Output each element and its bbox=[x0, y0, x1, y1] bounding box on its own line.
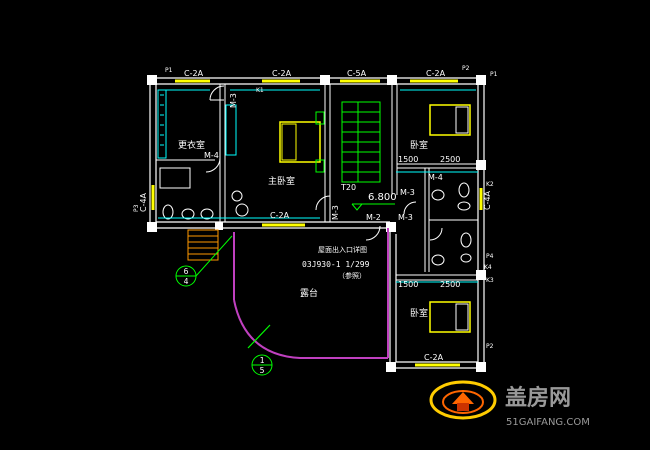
detail-callout-2: 1 5 bbox=[247, 324, 273, 376]
watermark-url: 51GAIFANG.COM bbox=[506, 417, 590, 428]
window-top-left: C-2A bbox=[184, 69, 204, 78]
note-line-1: 屋面出入口详图 bbox=[318, 245, 367, 254]
columns bbox=[147, 75, 486, 372]
door-m4-right: M-4 bbox=[428, 173, 443, 182]
window-labels: C-2A C-2A C-5A C-2A C-2A C-2A C-4A C-4A bbox=[139, 69, 492, 362]
bathroom-fixtures bbox=[159, 167, 472, 266]
door-m2: M-2 bbox=[366, 213, 381, 222]
interior-walls bbox=[156, 84, 478, 281]
door-m3-top: M-3 bbox=[229, 93, 238, 108]
window-bottom-right: C-2A bbox=[424, 353, 444, 362]
staircase bbox=[341, 101, 381, 183]
room-terrace: 露台 bbox=[300, 287, 318, 299]
dim-lower-a: 1500 bbox=[398, 280, 418, 289]
elevation-value: 6.800 bbox=[368, 192, 397, 203]
window-left-side: C-4A bbox=[139, 192, 148, 212]
entry-steps bbox=[187, 229, 219, 261]
note-line-3: （参照） bbox=[338, 271, 366, 280]
roof-access-note: 屋面出入口详图 03J930-1 1/299 （参照） bbox=[302, 245, 370, 280]
dim-upper-b: 2500 bbox=[440, 155, 460, 164]
dim-lower-b: 2500 bbox=[440, 280, 460, 289]
windows bbox=[151, 79, 483, 367]
axis-p4: P4 bbox=[486, 253, 494, 260]
door-m3-right: M-3 bbox=[398, 213, 413, 222]
stair-mark: T20 bbox=[340, 183, 356, 192]
callout-1-bottom: 4 bbox=[184, 277, 189, 286]
door-swings bbox=[205, 85, 443, 241]
terrace-railing bbox=[233, 228, 389, 359]
callout-1-top: 6 bbox=[184, 267, 189, 276]
axis-p2-top: P2 bbox=[462, 65, 470, 72]
door-labels: M-3 M-4 M-3 M-2 M-3 M-3 M-4 bbox=[204, 93, 443, 222]
room-bedroom-lower: 卧室 bbox=[410, 307, 428, 319]
callout-2-top: 1 bbox=[260, 356, 265, 365]
axis-k4: K4 bbox=[484, 264, 492, 271]
dimension-labels: 1500 2500 1500 2500 bbox=[398, 155, 460, 289]
detail-callout-1: 6 4 bbox=[175, 235, 233, 287]
master-bed bbox=[279, 111, 325, 173]
cyan-dimension-ticks bbox=[158, 89, 478, 283]
room-master: 主卧室 bbox=[268, 175, 295, 187]
door-m3-center: M-3 bbox=[331, 205, 340, 220]
axis-k3: K3 bbox=[486, 277, 494, 284]
room-labels: 更衣室 主卧室 卧室 卧室 露台 bbox=[178, 139, 428, 319]
axis-k2: K2 bbox=[486, 181, 494, 188]
callout-2-bottom: 5 bbox=[260, 366, 265, 375]
axis-p2-right: P2 bbox=[486, 343, 494, 350]
bedroom-lower-bed bbox=[429, 301, 471, 333]
axis-p1-tr: P1 bbox=[490, 71, 498, 78]
elevation-marker: 6.800 bbox=[351, 192, 397, 211]
axis-k1: K1 bbox=[256, 87, 264, 94]
dim-upper-a: 1500 bbox=[398, 155, 418, 164]
window-right-side: C-4A bbox=[483, 190, 492, 210]
door-m4-left: M-4 bbox=[204, 151, 219, 160]
door-m3-right-upper: M-3 bbox=[400, 188, 415, 197]
window-mid-corridor: C-2A bbox=[270, 211, 290, 220]
window-top-right: C-2A bbox=[426, 69, 446, 78]
axis-p1-tl: P1 bbox=[165, 67, 173, 74]
window-top-mid: C-2A bbox=[272, 69, 292, 78]
watermark-brand: 盖房网 bbox=[505, 385, 571, 411]
note-line-2: 03J930-1 1/299 bbox=[302, 260, 370, 269]
watermark-logo: 盖房网 51GAIFANG.COM bbox=[429, 380, 590, 428]
axis-marks: P1 P1 P2 P2 P3 P4 K1 K2 K3 K4 bbox=[133, 65, 498, 350]
bedroom-upper-bed bbox=[429, 104, 471, 136]
exterior-walls bbox=[149, 77, 485, 369]
axis-p3: P3 bbox=[133, 204, 140, 212]
room-bedroom-upper: 卧室 bbox=[410, 139, 428, 151]
window-top-stair: C-5A bbox=[347, 69, 367, 78]
room-dressing: 更衣室 bbox=[178, 139, 205, 151]
